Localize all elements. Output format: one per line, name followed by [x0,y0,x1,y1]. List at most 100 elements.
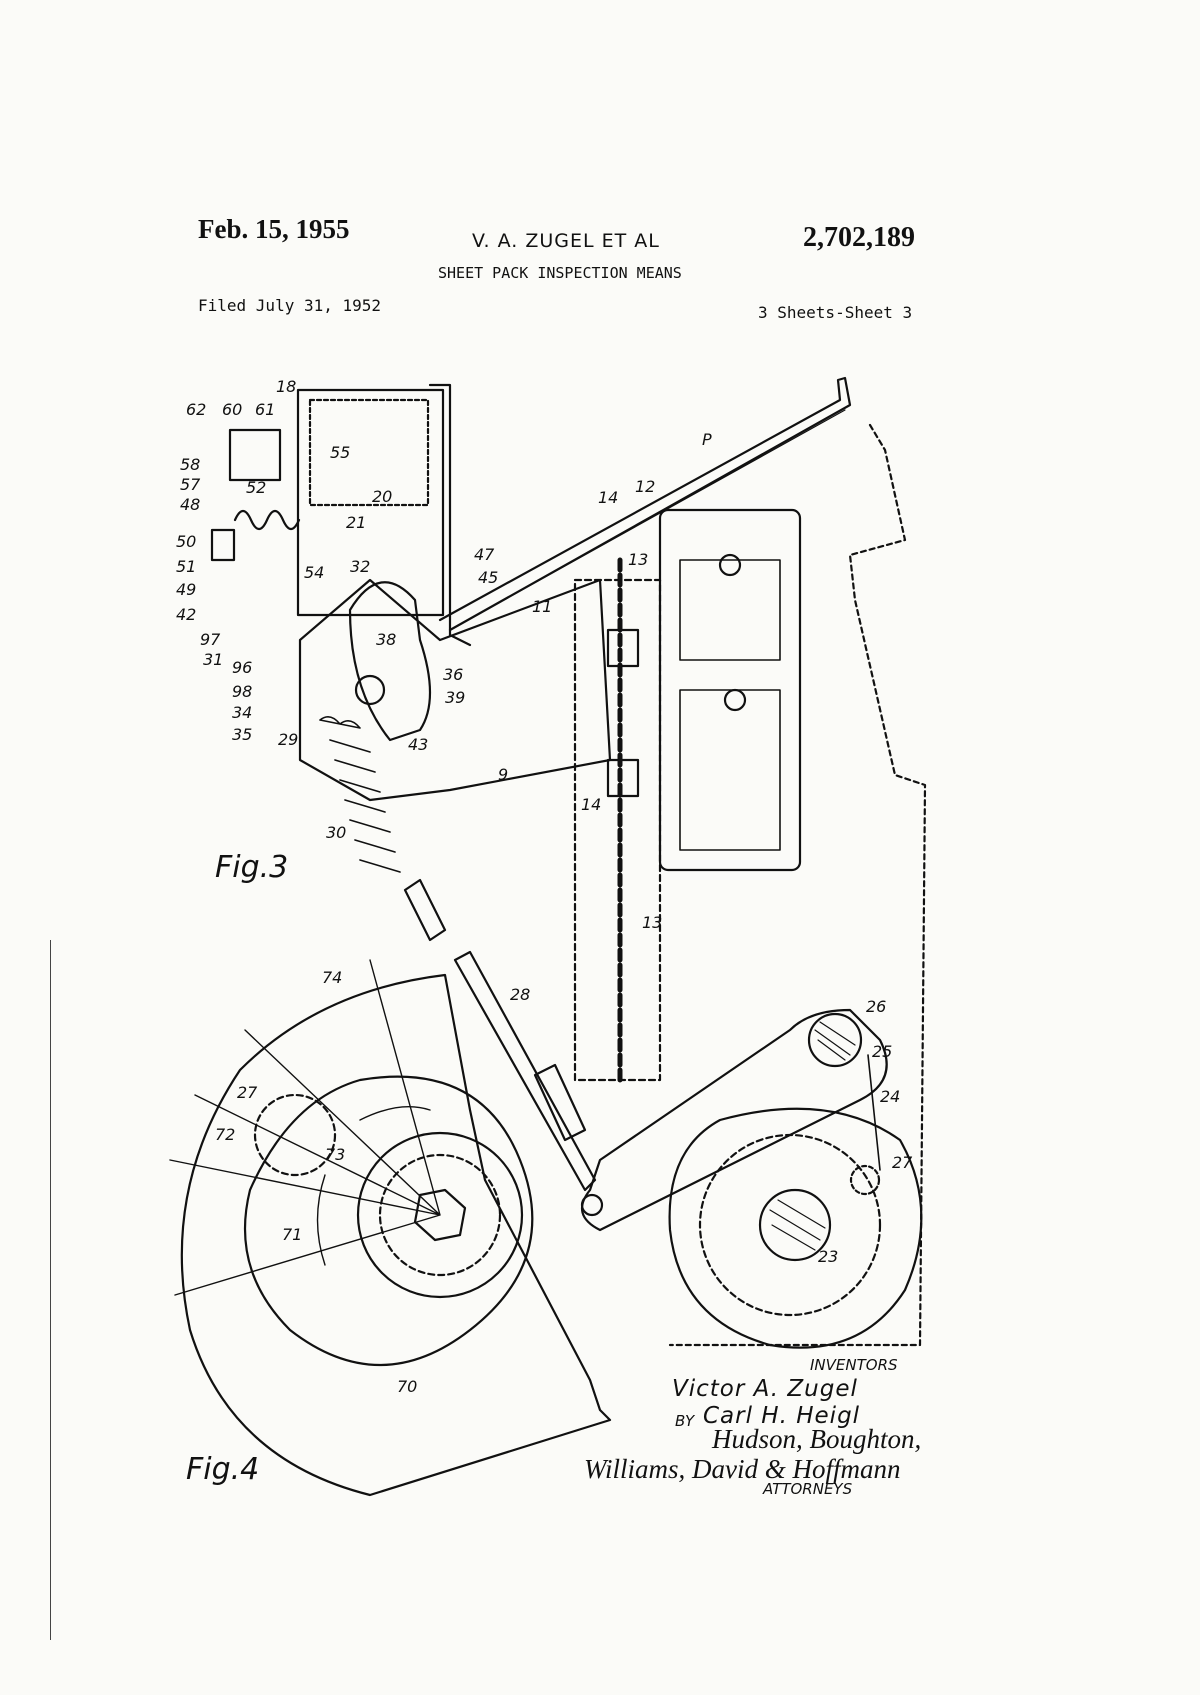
cam-inner-72 [243,1075,534,1366]
ref-51: 51 [176,557,196,576]
sheet-pack-line [449,409,846,631]
ref-27a: 27 [237,1083,258,1102]
hub-inner [378,1153,502,1277]
turnbuckle [533,1063,587,1142]
ref-49: 49 [176,580,196,599]
ref-50: 50 [176,532,196,551]
cam-lever [348,581,432,742]
ref-38: 38 [376,630,396,649]
ref-14a: 14 [598,488,618,507]
ref-20: 20 [372,487,392,506]
patent-number: 2,702,189 [803,222,915,253]
ref-30: 30 [326,823,346,842]
ref-47: 47 [474,545,495,564]
by-label: BY [675,1412,695,1430]
link-24 [867,1054,881,1171]
sheet-count: 3 Sheets-Sheet 3 [758,303,913,322]
shaft-26-hatch [814,1021,856,1061]
filed-date: Filed July 31, 1952 [198,296,382,315]
ref-52: 52 [246,478,266,497]
figure-4-label: Fig.4 [186,1452,260,1487]
bolt-upper [718,553,742,577]
adjust-bolt [210,528,236,562]
bracket-inner [679,559,781,851]
ref-13a: 13 [628,550,648,569]
rod-28 [453,950,597,1192]
ref-58a: 58 [180,455,200,474]
ref-73: 73 [325,1145,345,1164]
ref-28: 28 [510,985,530,1004]
ref-97: 97 [200,630,221,649]
ref-26: 26 [866,997,886,1016]
ref-9: 9 [498,765,508,784]
ref-35: 35 [232,725,252,744]
ref-61: 61 [255,400,275,419]
ref-27b: 27 [892,1153,913,1172]
inventor-name-2: Carl H. Heigl [703,1403,861,1429]
ref-36: 36 [443,665,463,684]
ref-71: 71 [282,1225,302,1244]
patent-inventors: V. A. ZUGEL ET AL [472,230,660,252]
pivot-hex [354,674,386,706]
ref-13b: 13 [642,913,662,932]
ref-21: 21 [346,513,366,532]
spring-30 [319,716,401,873]
pivot-eye [580,1193,604,1217]
bolt-lower [723,688,747,712]
ref-29: 29 [278,730,298,749]
chain-block-lower [606,758,640,798]
shaft-23 [758,1188,832,1262]
ref-32: 32 [350,557,370,576]
figure-3-drawing [210,376,927,1347]
spring-rod [403,878,447,942]
ref-31: 31 [203,650,223,669]
figure-4-drawing [169,950,923,1497]
cam-disc-70 [180,973,612,1497]
ref-23: 23 [818,1247,838,1266]
radial-lines [169,959,441,1296]
page-edge-line [50,940,51,1640]
ref-18: 18 [276,377,296,396]
ref-24: 24 [880,1087,900,1106]
upper-housing-inner [308,398,430,507]
patent-date: Feb. 15, 1955 [198,214,350,244]
attorneys-label: ATTORNEYS [763,1480,853,1498]
dashed-roller-27 [253,1093,337,1177]
ref-48: 48 [180,495,200,514]
housing-bracket [428,383,472,647]
ref-43: 43 [408,735,428,754]
angle-arc [359,1105,431,1121]
ref-55: 55 [330,443,350,462]
ref-39: 39 [445,688,465,707]
patent-title: SHEET PACK INSPECTION MEANS [438,264,682,282]
spring-block [228,428,282,482]
ref-74: 74 [322,968,342,987]
ref-P: P [702,430,712,449]
ref-62: 62 [186,400,206,419]
sheet-chute [438,376,852,632]
ref-72: 72 [215,1125,235,1144]
ref-57: 57 [180,475,201,494]
bracket-plate [658,508,802,872]
attorneys-signature-line-1: Hudson, Boughton, [712,1424,922,1454]
figure-3-label: Fig.3 [215,850,289,885]
roller-27 [849,1164,881,1196]
ref-11: 11 [532,597,552,616]
chain-block-upper [606,628,640,668]
ref-70: 70 [397,1377,417,1396]
ref-34: 34 [232,703,252,722]
ref-42: 42 [176,605,196,624]
hub-outer [356,1131,524,1299]
ref-12: 12 [635,477,655,496]
angle-arc-73 [316,1174,326,1266]
ref-60: 60 [222,400,242,419]
ref-98: 98 [232,682,252,701]
attorneys-signature-line-2: Williams, David & Hoffmann [584,1454,901,1484]
cam-24-dashed [698,1133,882,1317]
inventors-label: INVENTORS [810,1356,898,1374]
upper-housing [296,388,445,617]
ref-45: 45 [478,568,498,587]
machine-frame-outline [668,423,927,1347]
ref-14b: 14 [581,795,601,814]
